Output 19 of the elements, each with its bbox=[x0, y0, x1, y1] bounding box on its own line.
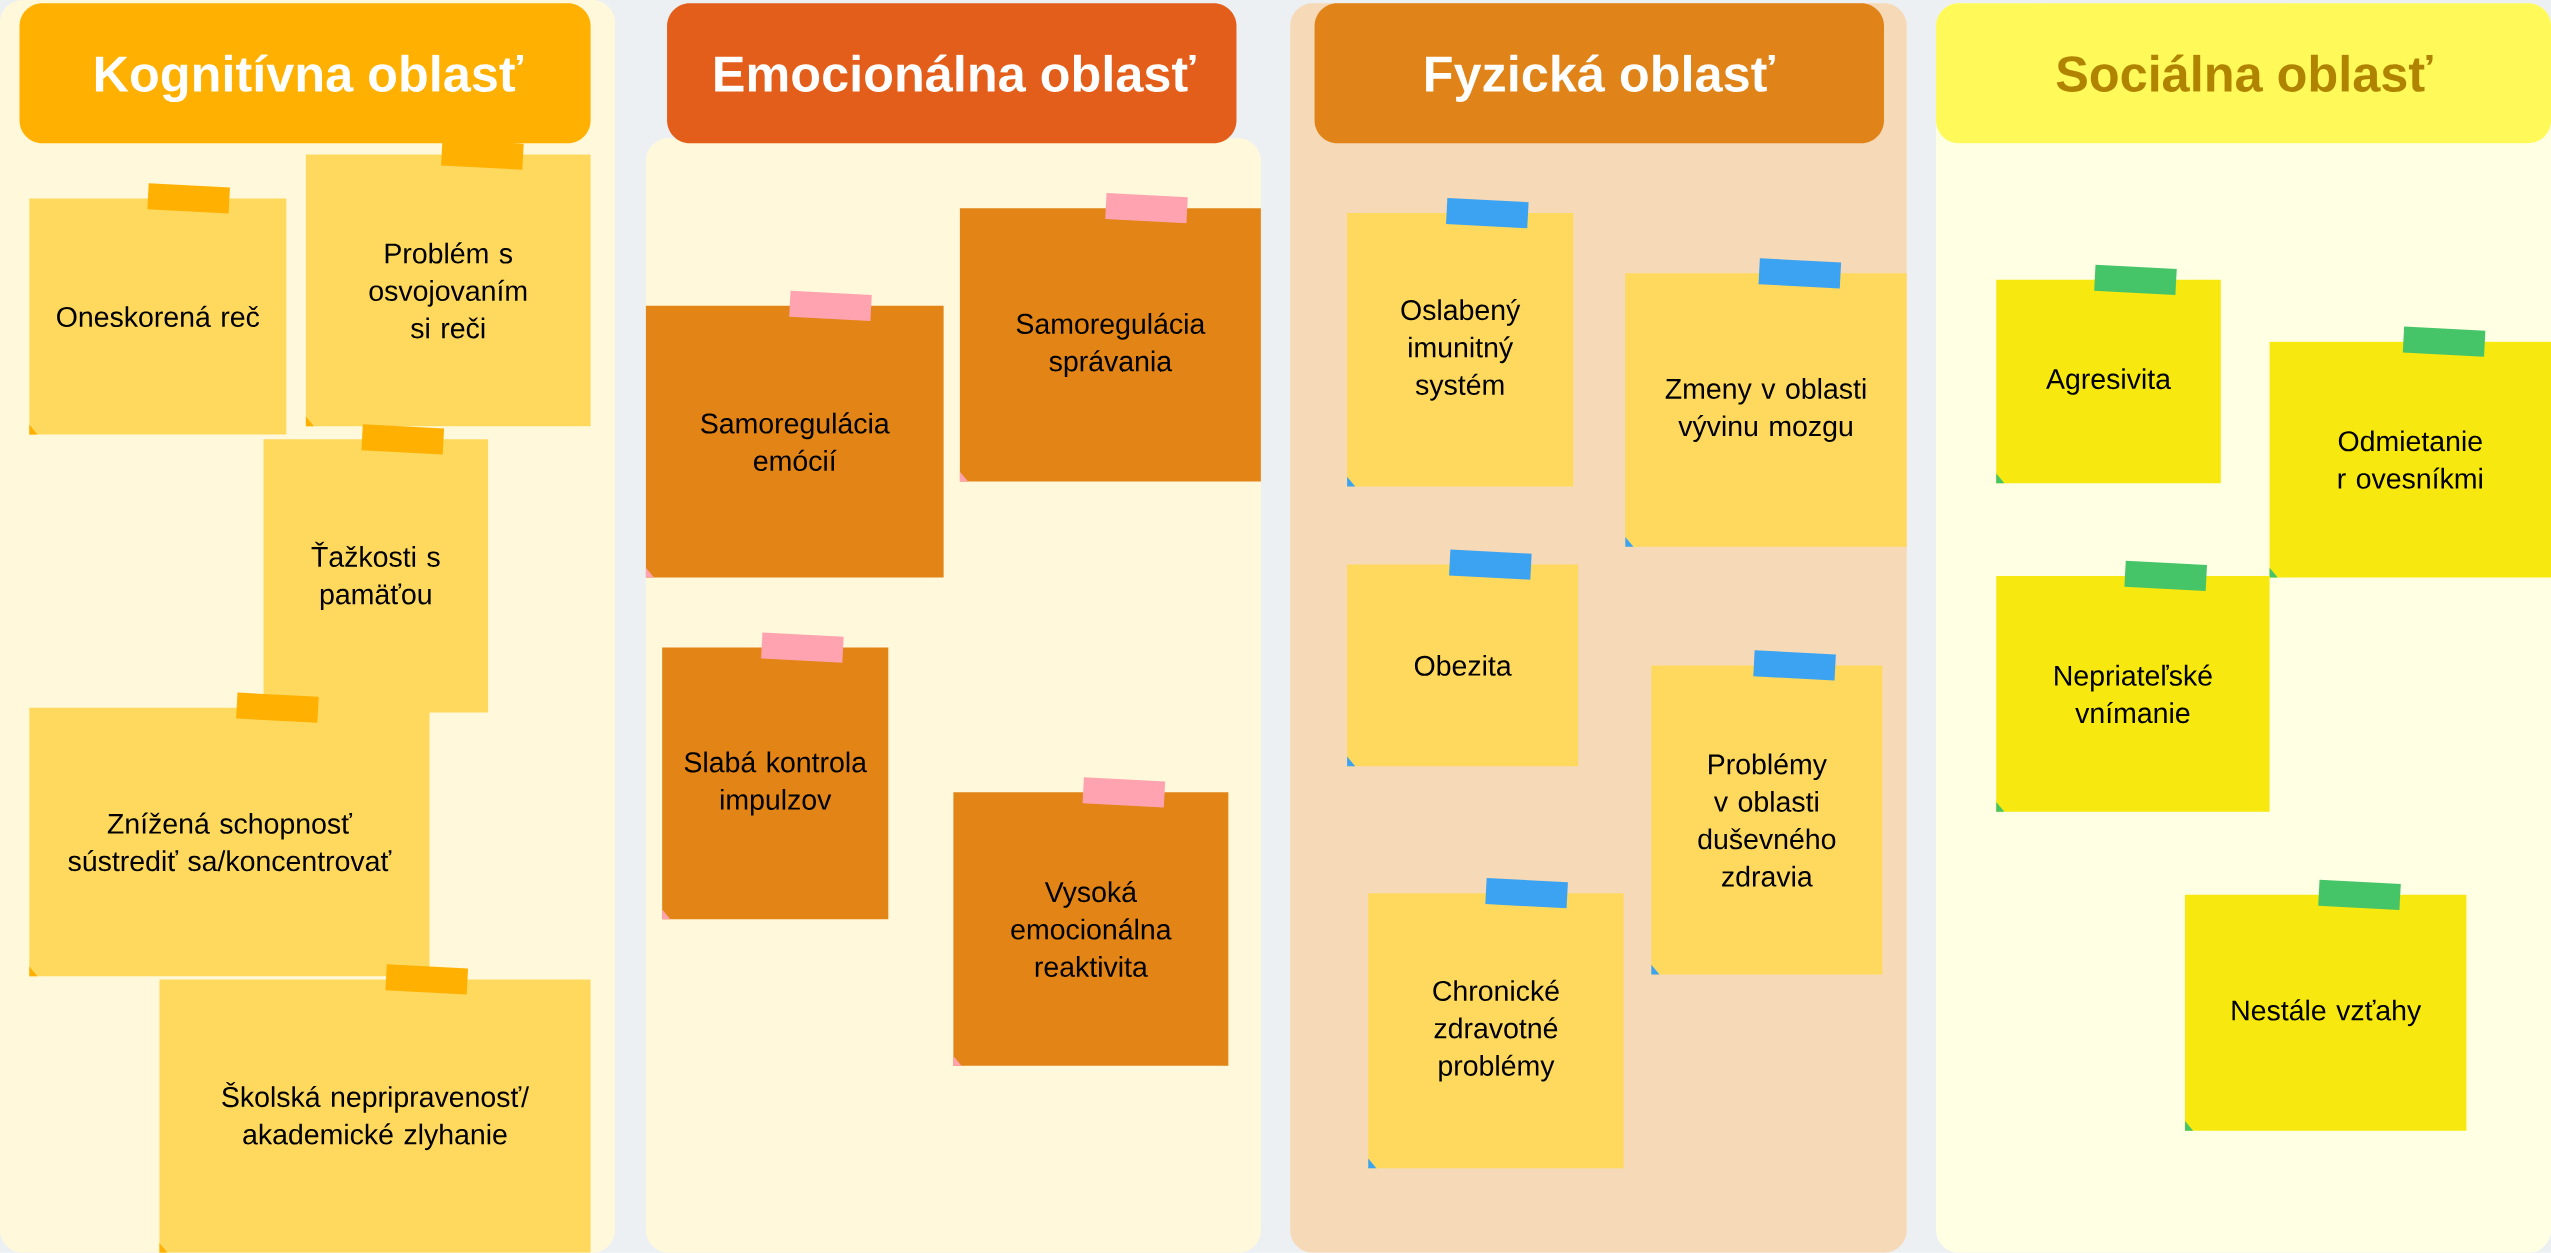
sticky-note: Vysoká emocionálna reaktivita bbox=[953, 777, 1229, 1066]
sticky-note: Oslabený imunitný systém bbox=[1347, 198, 1574, 487]
sticky-note: Obezita bbox=[1347, 549, 1579, 767]
sticky-note: Oneskorená reč bbox=[29, 183, 287, 435]
sticky-note: Problémy v oblasti duševného zdravia bbox=[1651, 650, 1883, 975]
sticky-note: Agresivita bbox=[1996, 264, 2221, 484]
sticky-note: Samoregulácia emócií bbox=[645, 290, 944, 578]
sticky-note: Chronické zdravotné problémy bbox=[1368, 878, 1624, 1169]
sticky-note: Slabá kontrola impulzov bbox=[662, 632, 889, 920]
sticky-note: Nestále vzťahy bbox=[2185, 879, 2467, 1131]
sticky-note: Ťažkosti s pamäťou bbox=[263, 424, 489, 713]
sticky-note: Nepriateľské vnímanie bbox=[1996, 560, 2270, 812]
sticky-note: Problém s osvojovaním si reči bbox=[305, 139, 591, 427]
sticky-note: Zmeny v oblasti vývinu mozgu bbox=[1625, 258, 1907, 547]
node-label: Emocionálna oblasť bbox=[715, 54, 1196, 93]
sticky-note: Odmietanie r ovesníkmi bbox=[2269, 326, 2551, 578]
sticky-note: Školská nepripravenosť/ akademické zlyhanie bbox=[159, 964, 591, 1253]
sticky-note: Znížená schopnosť sústrediť sa/koncentrovať bbox=[29, 692, 430, 977]
sticky-note: Samoregulácia správania bbox=[959, 193, 1261, 482]
